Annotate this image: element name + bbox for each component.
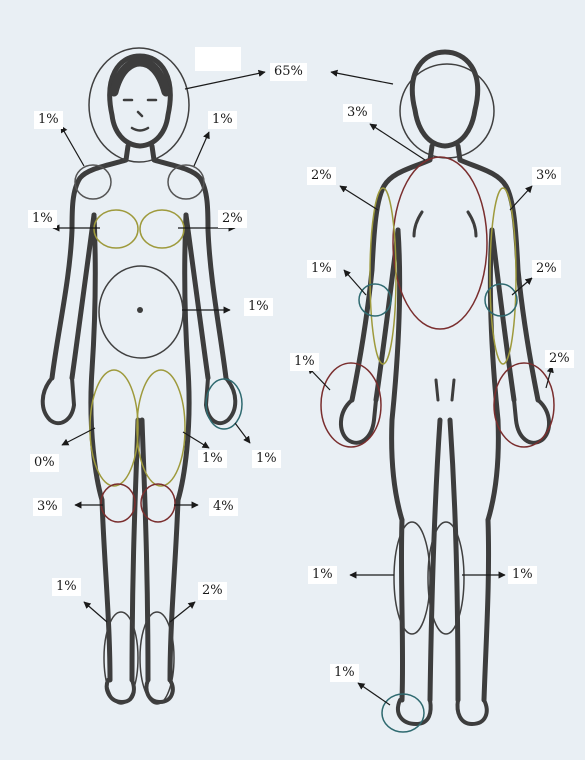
label-front-foot-right: 1% — [52, 578, 81, 596]
label-back-calf-right: 1% — [508, 566, 537, 584]
front-breast-right-region — [94, 210, 138, 248]
back-left-leg-inner — [430, 420, 440, 700]
label-head: 65% — [270, 63, 307, 81]
label-front-hand-left: 1% — [252, 450, 281, 468]
back-head-outline — [412, 52, 477, 146]
label-front-abdomen: 1% — [244, 298, 273, 316]
front-head-outline — [110, 56, 171, 146]
front-face — [124, 100, 156, 131]
label-back-hand-right: 2% — [545, 350, 574, 368]
label-front-breast-left: 2% — [218, 210, 247, 228]
front-left-leg-inner — [142, 420, 148, 680]
back-right-leg-inner — [450, 420, 458, 700]
front-torso-left — [178, 215, 189, 500]
back-elbow-left-region — [359, 284, 391, 316]
back-figure — [341, 52, 549, 724]
label-back-shoulder-left: 2% — [307, 167, 336, 185]
front-right-leg-outer — [102, 500, 110, 680]
label-front-breast-right: 1% — [28, 210, 57, 228]
label-back-elbow-left: 1% — [307, 260, 336, 278]
label-front-foot-left: 2% — [198, 582, 227, 600]
label-front-shoulder-right: 1% — [34, 111, 63, 129]
front-breast-left-region — [140, 210, 184, 248]
label-back-foot: 1% — [330, 664, 359, 682]
front-left-hand — [206, 378, 235, 423]
label-back-neck: 3% — [343, 104, 372, 122]
label-back-elbow-right: 2% — [532, 260, 561, 278]
label-back-hand-left: 1% — [290, 353, 319, 371]
front-regions — [75, 48, 242, 704]
back-hand-left-region — [321, 363, 381, 447]
label-front-knee-right: 3% — [33, 498, 62, 516]
back-right-leg-outer — [484, 520, 489, 700]
label-back-calf-left: 1% — [308, 566, 337, 584]
front-figure — [43, 56, 236, 702]
back-torso-region — [393, 157, 487, 329]
front-navel — [137, 307, 143, 313]
back-left-foot — [398, 700, 431, 724]
blank-label-box — [195, 47, 241, 71]
back-right-foot — [458, 700, 487, 724]
back-left-leg-outer — [401, 520, 402, 700]
front-thigh-right-region — [90, 370, 138, 486]
front-knee-right-region — [101, 484, 135, 522]
label-front-thigh-right: 0% — [30, 454, 59, 472]
label-back-shoulder-right: 3% — [532, 167, 561, 185]
back-shoulder-blades — [414, 212, 476, 236]
label-front-knee-left: 4% — [209, 498, 238, 516]
label-front-shoulder-left: 1% — [208, 111, 237, 129]
front-right-hand — [43, 378, 74, 423]
back-spine — [436, 380, 454, 400]
front-hair — [114, 62, 166, 92]
front-left-arm-outer — [152, 146, 226, 378]
label-front-thigh-left: 1% — [198, 450, 227, 468]
